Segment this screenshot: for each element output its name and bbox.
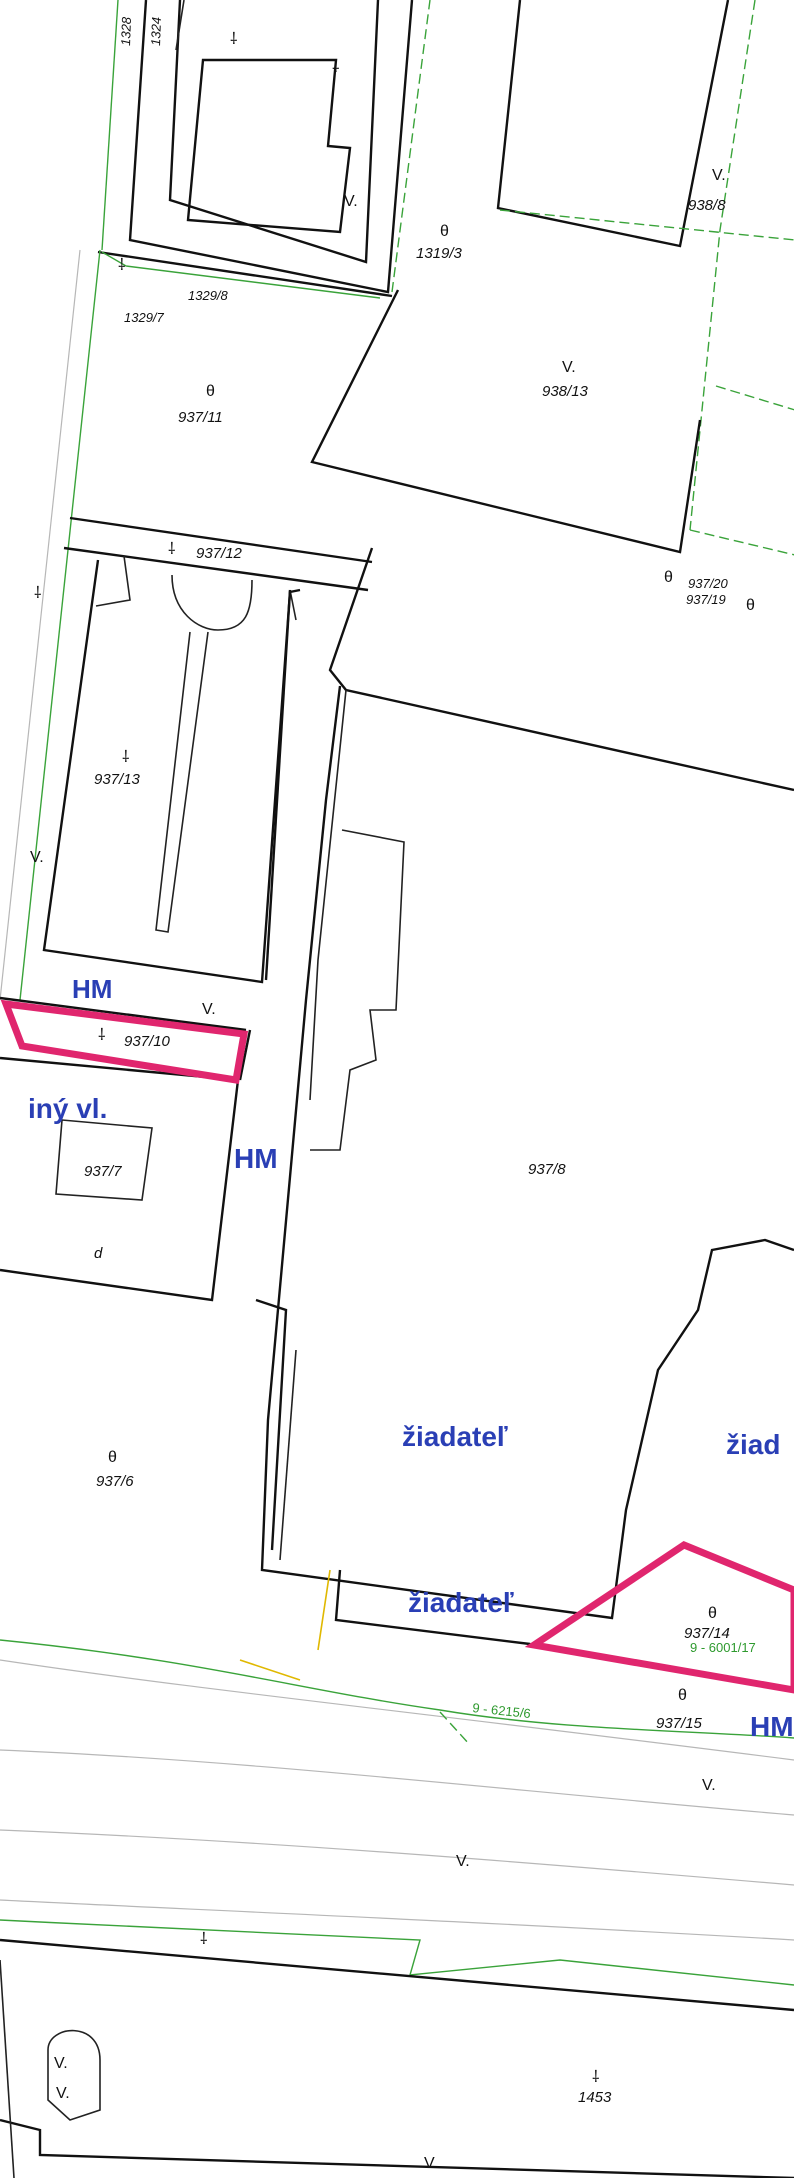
land-use-symbol-v: V. bbox=[54, 2055, 68, 2072]
land-use-symbol-a: ⸸ bbox=[168, 541, 176, 558]
highlight-937-10[interactable] bbox=[0, 999, 249, 1084]
land-use-symbol-a: ⸸ bbox=[34, 585, 42, 602]
building-937-8 bbox=[255, 547, 794, 1620]
label-ziadatel-2: žiadateľ bbox=[408, 1587, 514, 1618]
land-use-symbol-theta: θ bbox=[678, 1687, 687, 1704]
label-iny-vl: iný vl. bbox=[28, 1093, 107, 1124]
land-use-symbol-v: V. bbox=[712, 167, 726, 184]
land-use-symbol-theta: θ bbox=[664, 569, 673, 586]
parcel-label-937-13: 937/13 bbox=[94, 771, 141, 788]
land-use-symbol-v: V. bbox=[30, 849, 44, 866]
parcel-label-937-20: 937/20 bbox=[688, 576, 729, 591]
land-use-symbol-v: V. bbox=[344, 193, 358, 210]
land-use-symbol-v: V. bbox=[202, 1001, 216, 1018]
land-use-symbol-theta: θ bbox=[708, 1605, 717, 1622]
green-label-6001-17: 9 - 6001/17 bbox=[690, 1640, 756, 1655]
land-use-symbol-theta: θ bbox=[440, 223, 449, 240]
courtyard-937-13 bbox=[42, 555, 301, 984]
parcel-label-938-8: 938/8 bbox=[688, 197, 726, 214]
parcel-label-1319-3: 1319/3 bbox=[416, 245, 463, 262]
parcel-label-1324: 1324 bbox=[148, 17, 164, 46]
parcel-label-937-19: 937/19 bbox=[686, 592, 726, 607]
land-use-symbol-v: V. bbox=[562, 359, 576, 376]
label-hm-3: HM bbox=[750, 1711, 794, 1742]
land-use-symbol-v: V. bbox=[56, 2085, 70, 2102]
green-label-6215-6: 9 - 6215/6 bbox=[472, 1700, 532, 1721]
road-stripes bbox=[0, 1639, 794, 2178]
label-hm-2: HM bbox=[234, 1143, 278, 1174]
parcel-label-1329-8: 1329/8 bbox=[188, 288, 229, 303]
land-use-symbol-v: V. bbox=[424, 2155, 438, 2172]
parcel-label-937-12: 937/12 bbox=[196, 545, 243, 562]
parcel-label-938-13: 938/13 bbox=[542, 383, 589, 400]
building-block-top bbox=[97, 0, 431, 298]
highlight-937-14[interactable] bbox=[524, 1541, 794, 1694]
parcel-label-937-10: 937/10 bbox=[124, 1033, 171, 1050]
land-use-symbol-a: ⸸ bbox=[592, 2069, 600, 2086]
label-ziadatel-3: žiad bbox=[726, 1429, 780, 1460]
parcel-label-937-7: 937/7 bbox=[84, 1163, 122, 1180]
parcel-label-937-6: 937/6 bbox=[96, 1473, 134, 1490]
land-use-symbol-a: ⸸ bbox=[118, 257, 126, 274]
label-hm-1: HM bbox=[72, 974, 112, 1004]
land-use-symbol-a: ⸸ bbox=[230, 31, 238, 48]
land-use-symbol-v: V. bbox=[702, 1777, 716, 1794]
label-d: d bbox=[94, 1245, 103, 1262]
land-use-symbol-v: V. bbox=[456, 1853, 470, 1870]
parcel-label-937-14: 937/14 bbox=[684, 1625, 730, 1642]
land-use-symbol-a: ⸸ bbox=[200, 1931, 208, 1948]
area-937-7 bbox=[0, 996, 252, 1302]
parcel-label-937-8: 937/8 bbox=[528, 1161, 566, 1178]
land-use-symbol-a: ⸸ bbox=[332, 59, 340, 76]
parcel-label-1329-7: 1329/7 bbox=[124, 310, 165, 325]
road-937-12 bbox=[63, 516, 373, 592]
land-use-symbol-a: ⸸ bbox=[98, 1027, 106, 1044]
parcel-label-1453: 1453 bbox=[578, 2089, 612, 2106]
land-use-symbol-theta: θ bbox=[746, 597, 755, 614]
land-use-symbol-a: ⸸ bbox=[122, 749, 130, 766]
label-ziadatel-1: žiadateľ bbox=[402, 1421, 508, 1452]
land-use-symbol-theta: θ bbox=[206, 383, 215, 400]
parcel-label-937-11: 937/11 bbox=[178, 409, 223, 426]
block-top-right bbox=[310, 0, 794, 556]
land-use-symbol-theta: θ bbox=[108, 1449, 117, 1466]
parcel-label-1328: 1328 bbox=[118, 16, 134, 46]
left-strip bbox=[0, 249, 381, 1001]
parcel-label-937-15: 937/15 bbox=[656, 1715, 703, 1732]
